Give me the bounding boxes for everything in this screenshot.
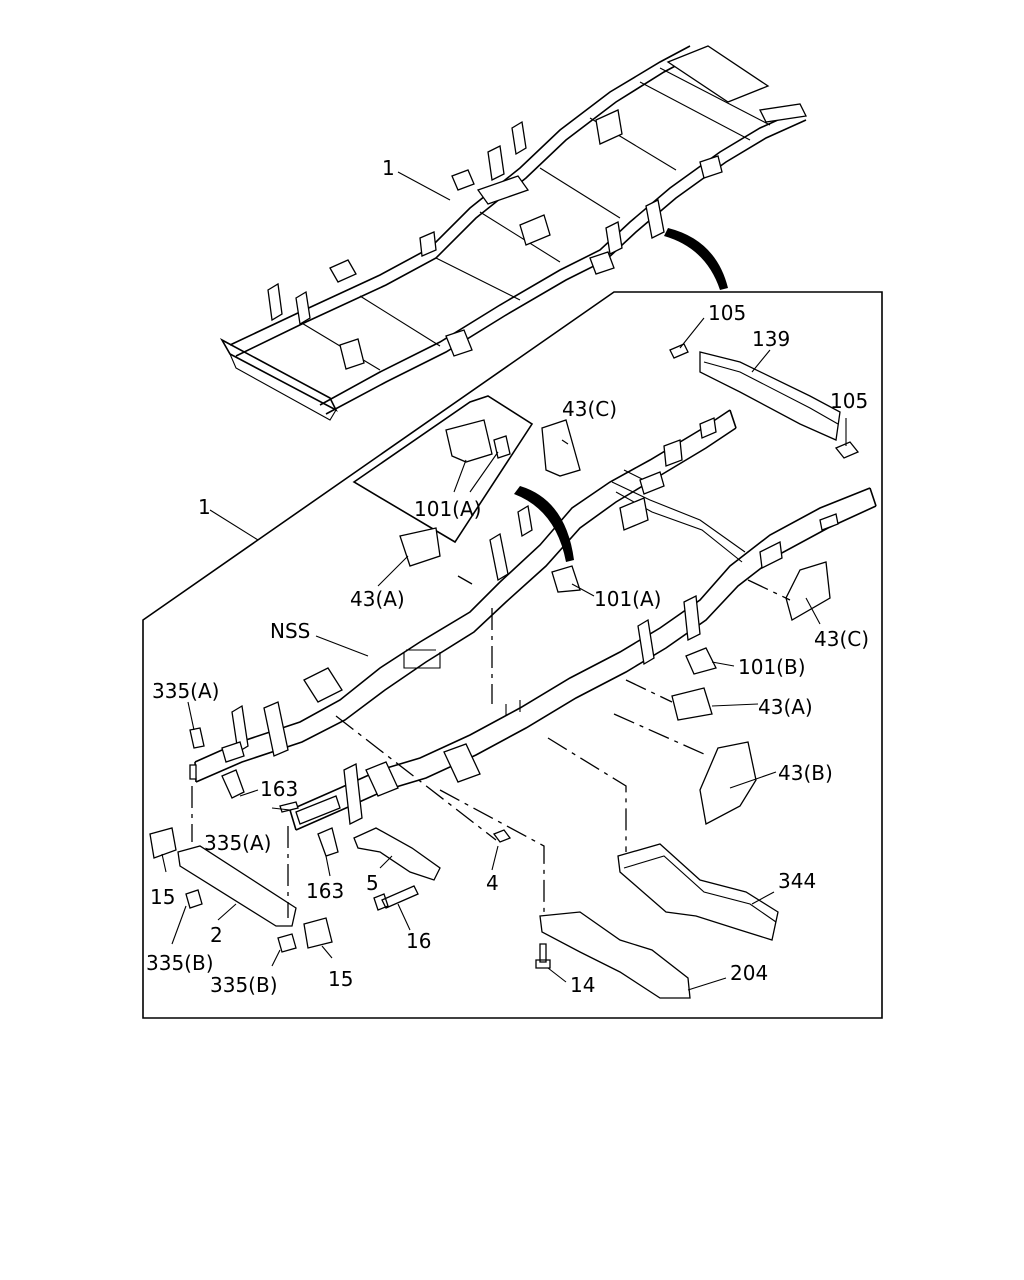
label-nss: NSS (270, 619, 310, 643)
label-344: 344 (778, 869, 816, 893)
label-4: 4 (486, 871, 499, 895)
label-101b: 101(B) (738, 655, 806, 679)
part-335b-bottom-clip (277, 933, 297, 953)
label-163-bottom: 163 (306, 879, 344, 903)
label-frame-top: 1 (382, 156, 395, 180)
alignment-lines (191, 575, 791, 918)
part-163-top-bracket (221, 769, 245, 799)
label-frame-detail: 1 (198, 495, 211, 519)
part-335a-mid-clip (279, 801, 299, 813)
part-15-left-mount (149, 827, 177, 859)
label-163-top: 163 (260, 777, 298, 801)
callout-box-101a (352, 395, 534, 544)
leader-lines (161, 171, 847, 991)
label-335b-left: 335(B) (146, 951, 214, 975)
part-43c-right-bracket (785, 561, 831, 621)
label-101a-box: 101(A) (414, 497, 481, 521)
part-204-skid-plate (539, 911, 691, 999)
part-43a-left-bracket (399, 527, 441, 567)
detail-frame-drawing (189, 409, 877, 831)
part-163-bottom-bracket (317, 827, 339, 857)
part-16-bolt (373, 885, 419, 911)
detail-arrow-top (664, 228, 728, 290)
label-43a-right: 43(A) (758, 695, 813, 719)
part-101a-right-mount (551, 565, 581, 593)
part-15-bottom-mount (303, 917, 333, 949)
part-2-crossmember (177, 845, 297, 927)
part-335b-left-clip (185, 889, 203, 909)
label-335a-mid: 335(A) (204, 831, 271, 855)
label-43c-top: 43(C) (562, 397, 617, 421)
detail-panel-border (142, 291, 883, 1019)
label-43a-left: 43(A) (350, 587, 405, 611)
overview-frame-drawing (219, 45, 807, 421)
part-43c-top (541, 419, 581, 477)
label-14: 14 (570, 973, 595, 997)
part-335a-top-clip (189, 727, 205, 749)
label-2: 2 (210, 923, 223, 947)
label-43b: 43(B) (778, 761, 833, 785)
label-101a-right: 101(A) (594, 587, 661, 611)
label-204: 204 (730, 961, 768, 985)
callout-labels: 1 1 NSS 105 139 105 43(C) 101(A) 43(A) 1… (146, 156, 869, 997)
part-4-nut (492, 829, 512, 843)
label-335b-bottom: 335(B) (210, 973, 278, 997)
part-101a-box-mount (445, 419, 493, 463)
part-139-edge (703, 361, 839, 425)
part-14-bolt (535, 943, 551, 969)
label-15-bottom: 15 (328, 967, 353, 991)
label-105-top: 105 (708, 301, 746, 325)
part-344-edge (623, 855, 777, 923)
label-43c-right: 43(C) (814, 627, 869, 651)
label-105-right: 105 (830, 389, 868, 413)
part-105-right (834, 441, 860, 459)
part-344-crossmember (617, 843, 779, 941)
part-5-bracket (353, 827, 441, 881)
part-139-crossmember (699, 351, 841, 441)
label-5: 5 (366, 871, 379, 895)
part-101b-mount (685, 647, 717, 675)
part-43a-right-bracket (671, 687, 713, 721)
part-105-top (669, 343, 689, 359)
part-43b-bracket (699, 741, 757, 825)
detail-arrow-inner (514, 486, 574, 562)
label-139: 139 (752, 327, 790, 351)
label-16: 16 (406, 929, 431, 953)
label-15-left: 15 (150, 885, 175, 909)
label-335a-top: 335(A) (152, 679, 219, 703)
